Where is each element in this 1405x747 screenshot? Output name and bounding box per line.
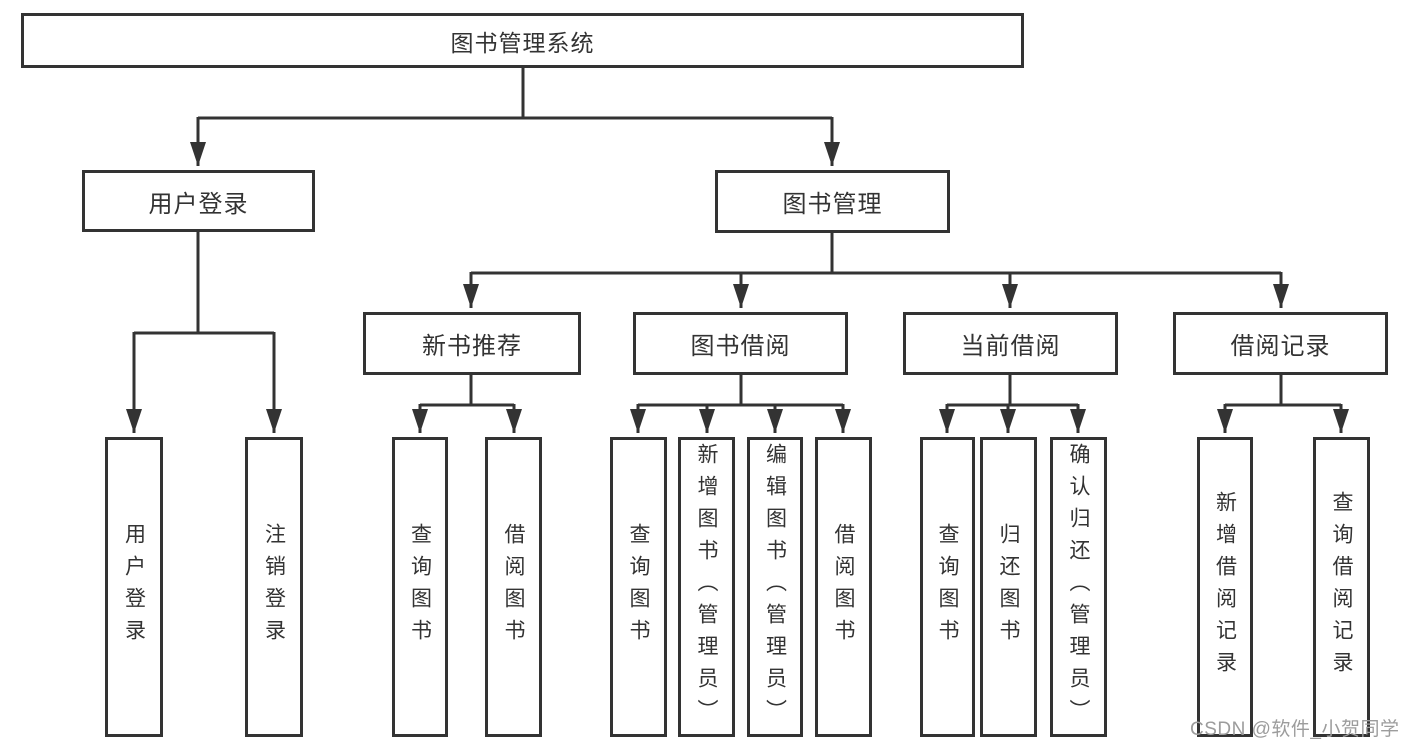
leaf-add-book-admin: 新增图书（管理员） xyxy=(678,437,735,737)
leaf-query-books-recommend-label: 查询图书 xyxy=(408,523,432,651)
node-root: 图书管理系统 xyxy=(21,13,1024,68)
node-root-label: 图书管理系统 xyxy=(450,29,595,56)
leaf-return-book-label: 归还图书 xyxy=(997,523,1020,651)
leaf-query-books-borrow-label: 查询图书 xyxy=(627,523,650,651)
leaf-borrow-books: 借阅图书 xyxy=(815,437,872,737)
leaf-query-borrow-record: 查询借阅记录 xyxy=(1313,437,1370,737)
leaf-edit-book-admin: 编辑图书（管理员） xyxy=(747,437,803,737)
node-borrow-records: 借阅记录 xyxy=(1173,312,1388,375)
node-book-management: 图书管理 xyxy=(715,170,950,233)
leaf-user-login: 用户登录 xyxy=(105,437,163,737)
node-current-borrow-label: 当前借阅 xyxy=(960,333,1061,360)
node-book-borrow: 图书借阅 xyxy=(633,312,848,375)
node-new-book-recommend: 新书推荐 xyxy=(363,312,581,375)
leaf-add-borrow-record-label: 新增借阅记录 xyxy=(1213,491,1237,683)
leaf-borrow-books-label: 借阅图书 xyxy=(832,523,855,651)
leaf-confirm-return-admin: 确认归还（管理员） xyxy=(1050,437,1107,737)
node-book-management-label: 图书管理 xyxy=(782,191,883,218)
node-user-login-label: 用户登录 xyxy=(148,190,249,218)
leaf-query-books-recommend: 查询图书 xyxy=(392,437,448,737)
leaf-borrow-books-recommend-label: 借阅图书 xyxy=(502,523,525,651)
leaf-logout: 注销登录 xyxy=(245,437,303,737)
node-new-book-recommend-label: 新书推荐 xyxy=(422,333,522,360)
leaf-confirm-return-admin-label: 确认归还（管理员） xyxy=(1067,443,1090,731)
node-user-login: 用户登录 xyxy=(82,170,315,232)
csdn-watermark: CSDN @软件_小贺同学 xyxy=(1190,719,1400,740)
leaf-add-book-admin-label: 新增图书（管理员） xyxy=(695,443,718,731)
leaf-query-books-borrow: 查询图书 xyxy=(610,437,667,737)
leaf-query-books-current-label: 查询图书 xyxy=(936,523,959,651)
leaf-user-login-label: 用户登录 xyxy=(122,523,146,651)
leaf-borrow-books-recommend: 借阅图书 xyxy=(485,437,542,737)
node-current-borrow: 当前借阅 xyxy=(903,312,1118,375)
node-book-borrow-label: 图书借阅 xyxy=(690,333,791,360)
leaf-logout-label: 注销登录 xyxy=(262,523,286,651)
leaf-add-borrow-record: 新增借阅记录 xyxy=(1197,437,1253,737)
leaf-edit-book-admin-label: 编辑图书（管理员） xyxy=(763,443,787,731)
leaf-query-borrow-record-label: 查询借阅记录 xyxy=(1330,491,1353,683)
node-borrow-records-label: 借阅记录 xyxy=(1230,333,1331,360)
leaf-query-books-current: 查询图书 xyxy=(920,437,975,737)
leaf-return-book: 归还图书 xyxy=(980,437,1037,737)
